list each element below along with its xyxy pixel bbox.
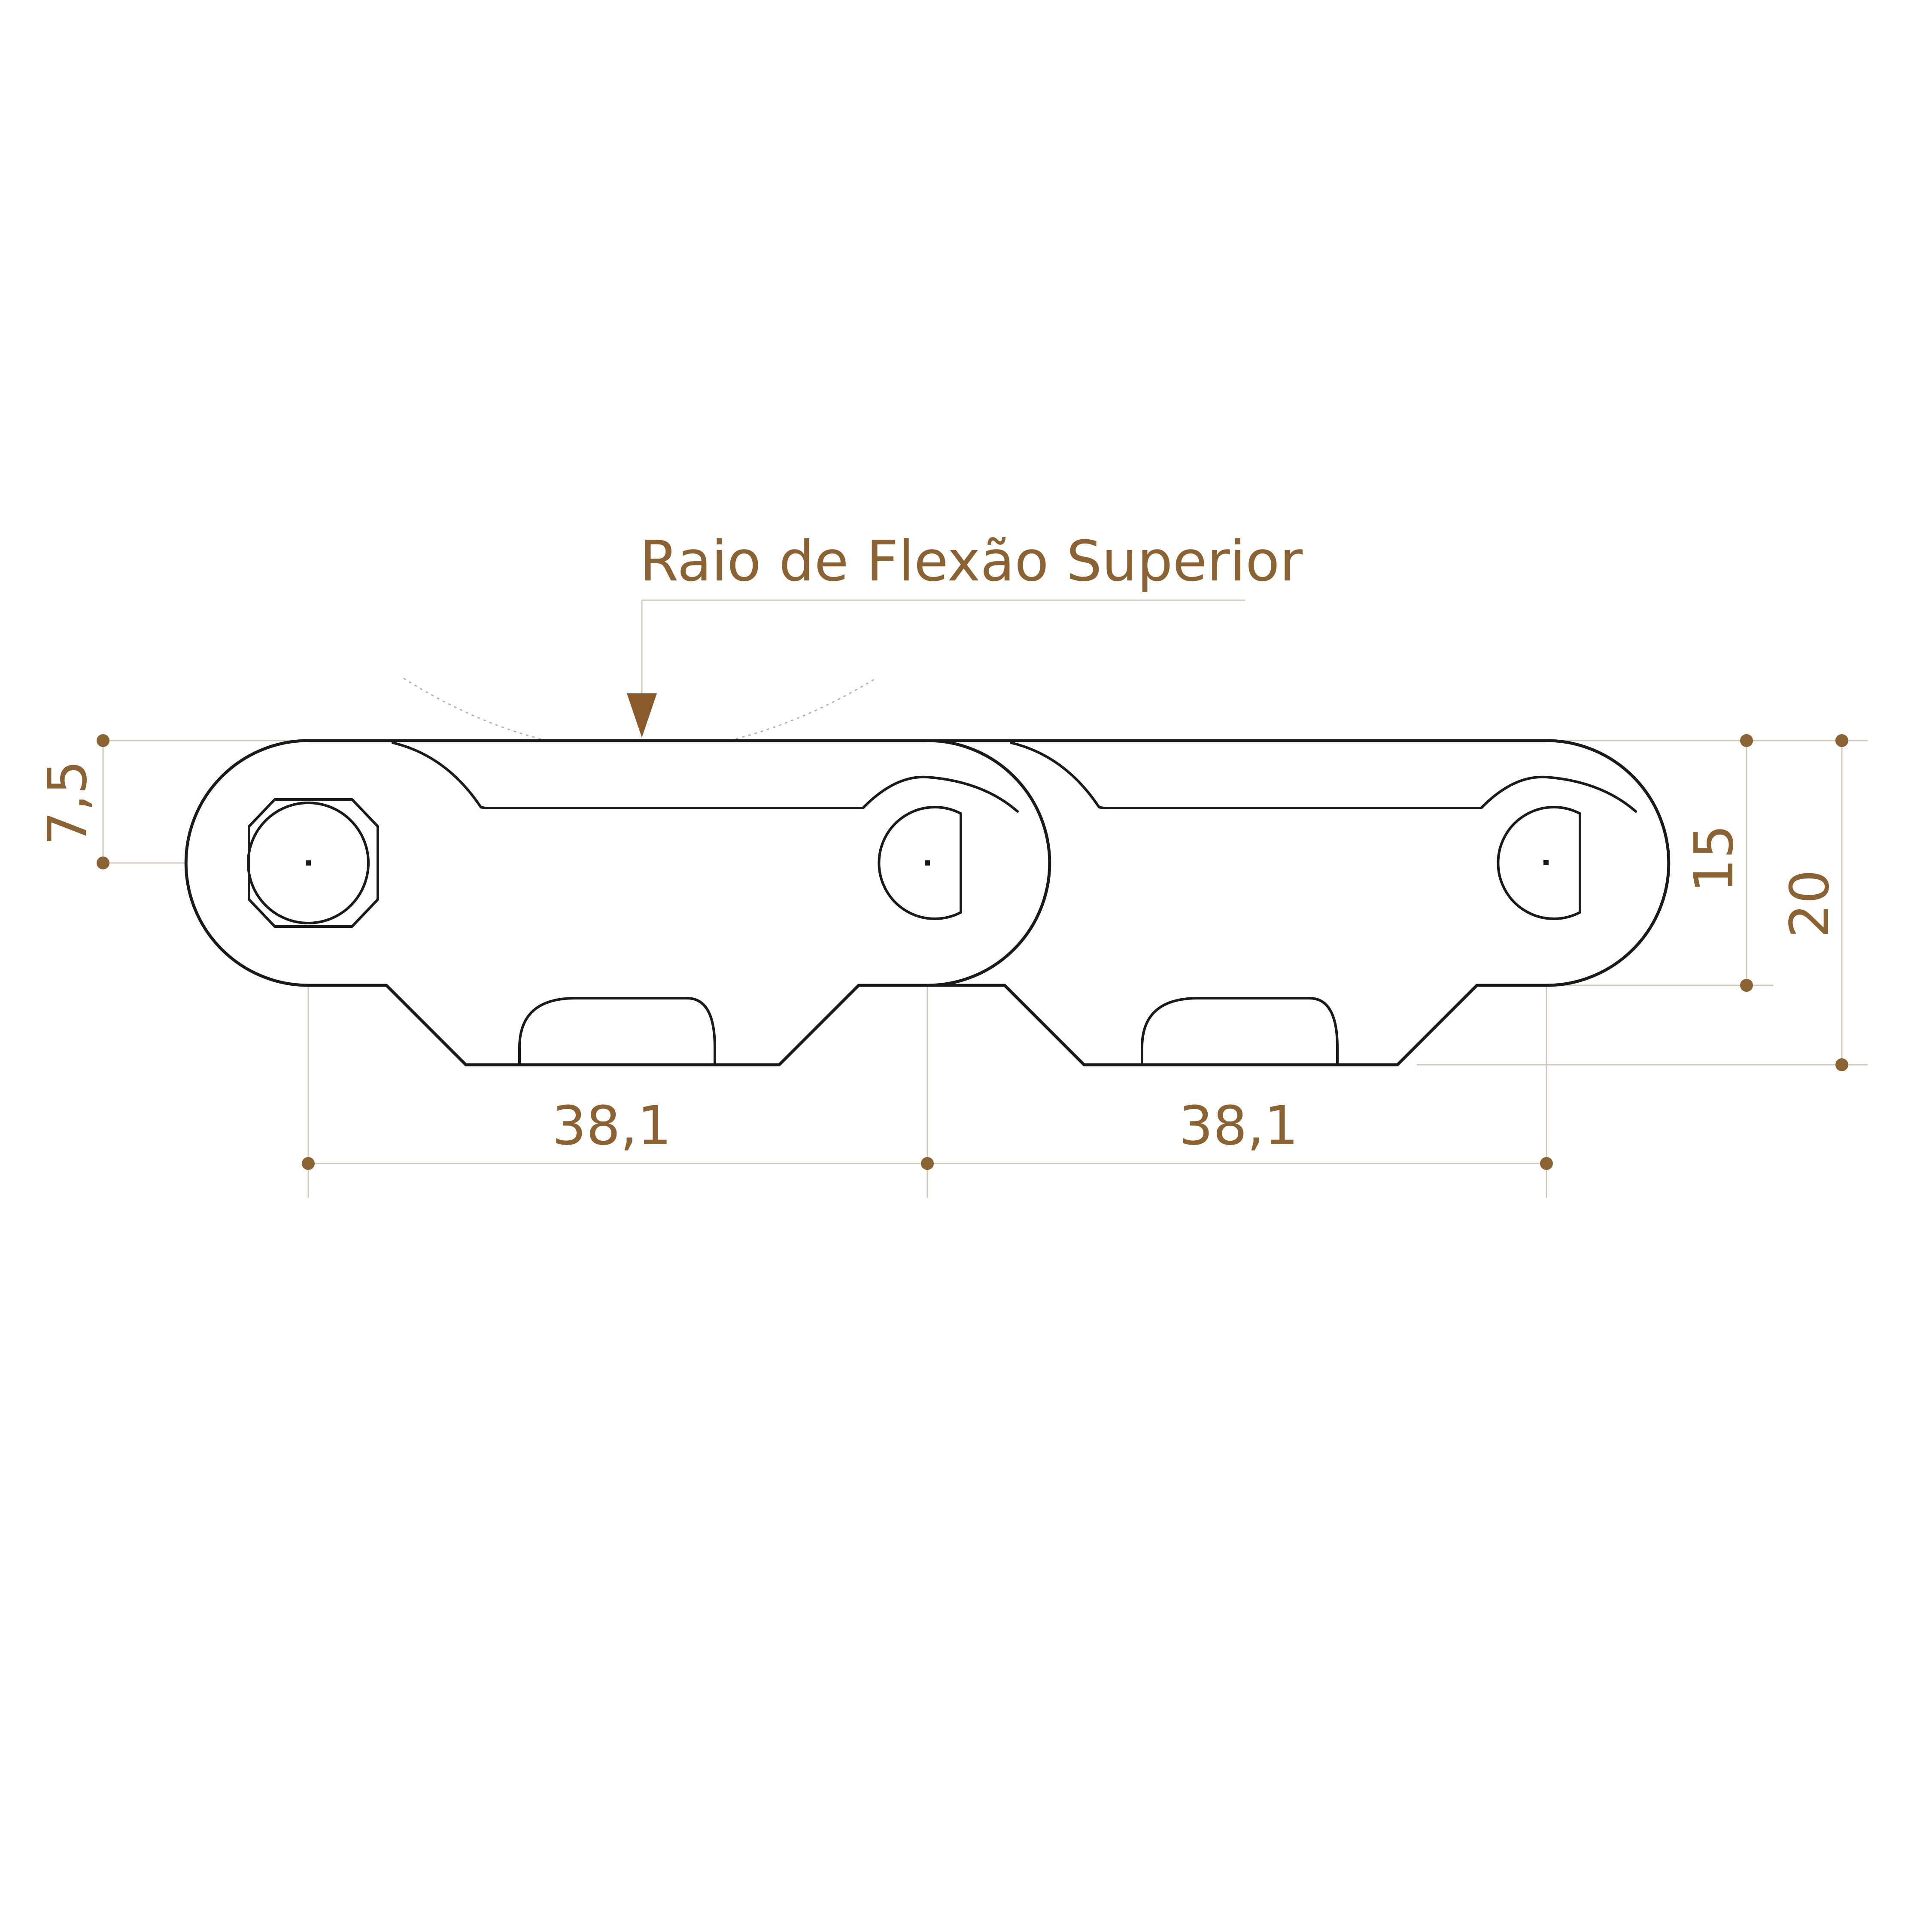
bending-radius-leader [627, 599, 1245, 738]
bushing-left [247, 802, 370, 924]
pin-hole-right [1497, 806, 1581, 920]
pin-center-left [306, 860, 311, 866]
dim-pitch-right: 38,1 [1179, 1095, 1298, 1157]
bending-radius-arc [403, 677, 876, 752]
pin-center-middle [925, 860, 930, 866]
chain-link-right [926, 739, 1671, 1066]
top-recess-right [1010, 741, 1637, 813]
dim-total-height: 20 [1779, 869, 1841, 938]
bending-radius-label: Raio de Flexão Superior [640, 529, 1303, 594]
bending-radius-arrow [627, 693, 657, 738]
bottom-slot-left [518, 997, 716, 1065]
pin-hole-center [878, 806, 962, 920]
pin-center-right [1543, 860, 1549, 865]
dim-pitch-left: 38,1 [552, 1095, 671, 1157]
top-recess-left [392, 741, 1019, 813]
bottom-slot-right [1141, 997, 1339, 1065]
dim-link-height: 15 [1683, 824, 1745, 893]
dimension-dots [97, 734, 1848, 1170]
dim-half-height: 7,5 [36, 760, 99, 846]
chain-link-left [184, 739, 1051, 1066]
